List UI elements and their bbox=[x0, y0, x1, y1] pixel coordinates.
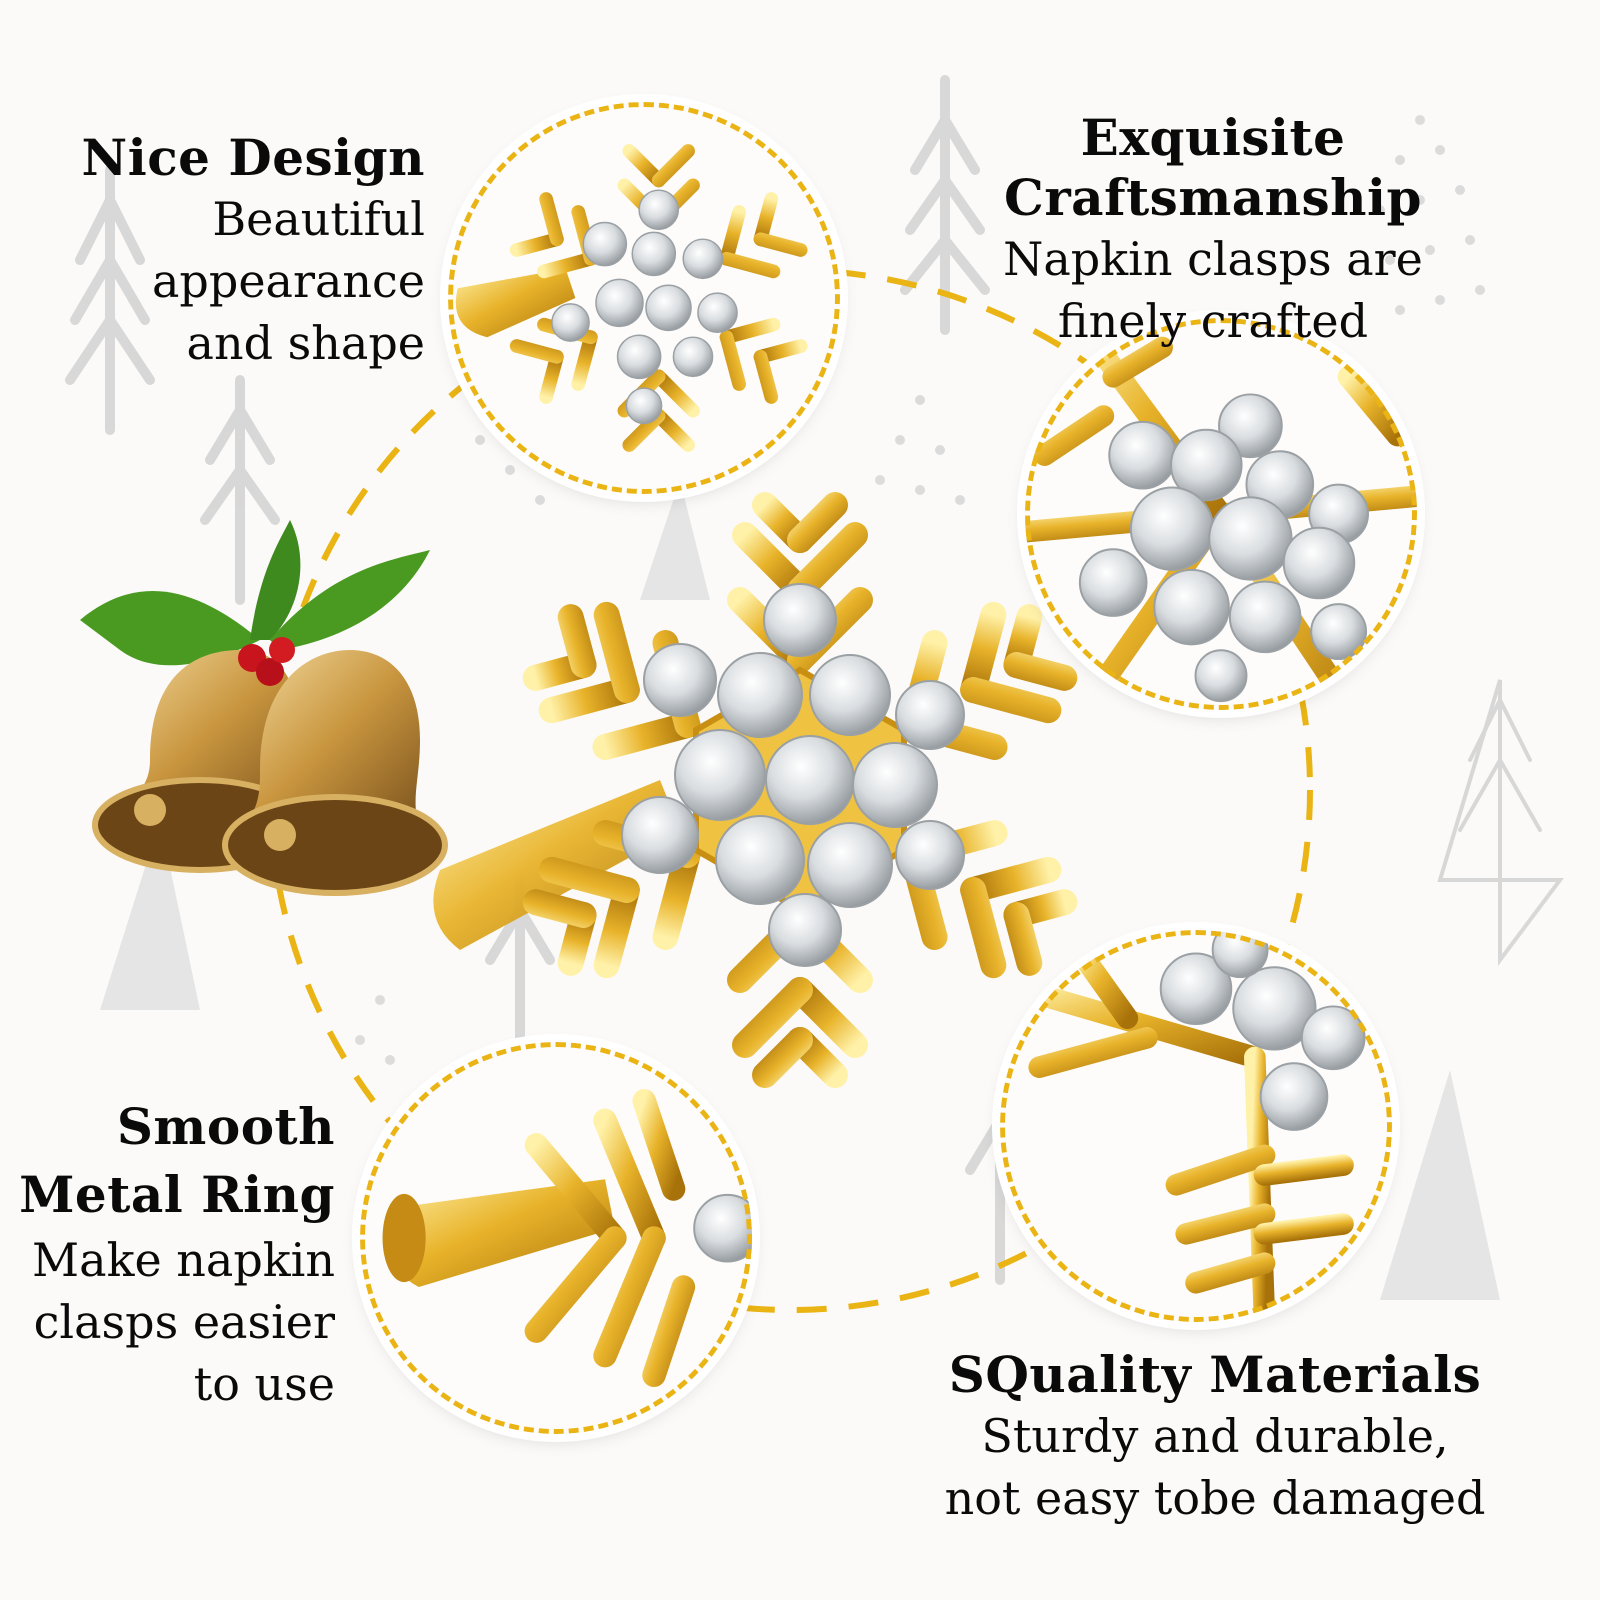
rhinestone-closeup-image bbox=[1025, 318, 1417, 710]
feature-nice-design: Nice Design Beautiful appearance and sha… bbox=[80, 128, 426, 374]
feature-exquisite-craftsmanship: Exquisite Craftsmanship Napkin clasps ar… bbox=[868, 108, 1558, 352]
feature-description-line: to use bbox=[193, 1357, 335, 1411]
feature-description-line: Beautiful bbox=[212, 192, 425, 246]
metal-ring-closeup-image bbox=[360, 1042, 752, 1434]
sketch-tree-decorations bbox=[100, 480, 1500, 1300]
feature-title: Exquisite Craftsmanship bbox=[1004, 108, 1422, 227]
feature-title: SQuality Materials bbox=[948, 1345, 1482, 1404]
feature-title: Metal Ring bbox=[19, 1165, 335, 1224]
feature-description-line: Sturdy and durable, bbox=[981, 1409, 1449, 1463]
feature-description-line: and shape bbox=[186, 316, 425, 370]
christmas-bells-with-holly bbox=[80, 520, 448, 896]
feature-description-line: Make napkin bbox=[32, 1233, 335, 1287]
feature-smooth-metal-ring: Smooth Metal Ring Make napkin clasps eas… bbox=[10, 1093, 335, 1415]
detail-circle-bottom-left bbox=[360, 1042, 752, 1434]
feature-description-line: clasps easier bbox=[33, 1295, 335, 1349]
detail-circle-top-right bbox=[1025, 318, 1417, 710]
feature-quality-materials: SQuality Materials Sturdy and durable, n… bbox=[930, 1345, 1500, 1529]
feature-description-line: appearance bbox=[152, 254, 425, 308]
feature-title: Nice Design bbox=[81, 128, 425, 187]
snowflake-napkin-ring bbox=[433, 477, 1089, 1090]
detail-circle-bottom-right bbox=[1000, 930, 1392, 1322]
snowflake-top-view-image bbox=[448, 102, 840, 494]
rhinestone-branch-closeup-image bbox=[1000, 930, 1392, 1322]
detail-circle-top-left bbox=[448, 102, 840, 494]
feature-description-line: finely crafted bbox=[1057, 294, 1369, 348]
feature-title: Smooth bbox=[116, 1097, 335, 1156]
feature-description-line: not easy tobe damaged bbox=[944, 1471, 1486, 1525]
dotted-tree-decorations bbox=[355, 115, 1485, 1065]
feature-description-line: Napkin clasps are bbox=[1003, 232, 1423, 286]
